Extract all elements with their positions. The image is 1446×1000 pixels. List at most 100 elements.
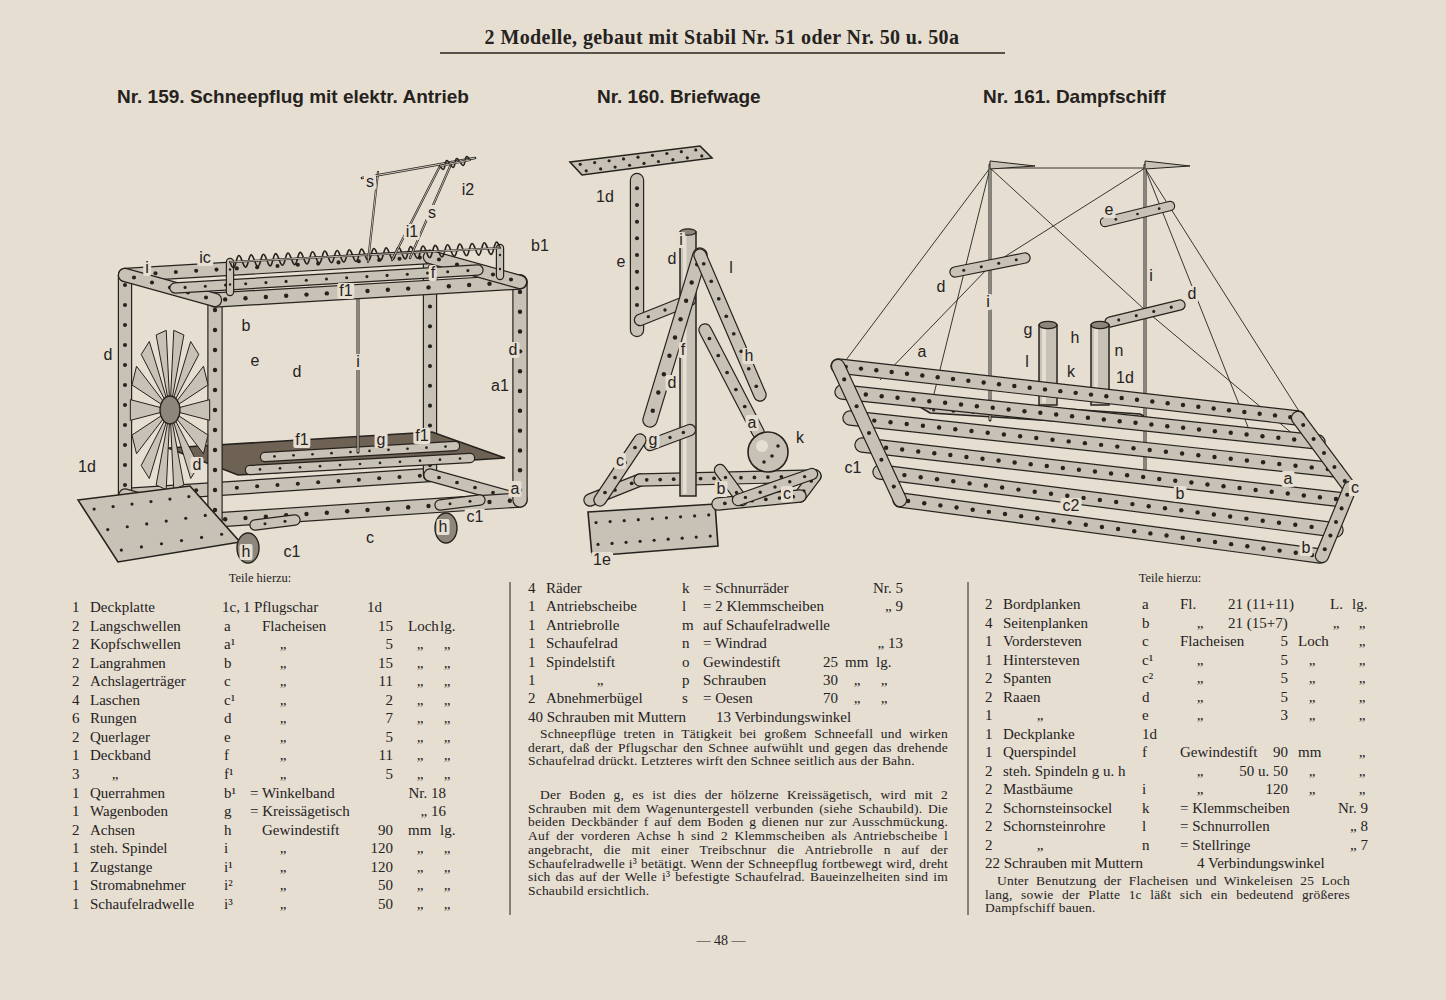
- callout-letter: d: [666, 375, 679, 391]
- parts-list-cell: „: [444, 692, 451, 707]
- parts-list-cell: Spindelstift: [546, 654, 615, 669]
- parts-list-cell: 2: [72, 637, 80, 652]
- parts-list-cell: 7: [386, 711, 394, 726]
- parts-list-cell: 2: [985, 800, 993, 815]
- parts-list-cell: 2: [528, 691, 536, 706]
- parts-list-cell: „ 13: [878, 636, 903, 651]
- callout-letter: g: [375, 432, 388, 448]
- parts-list-cell: „: [444, 655, 451, 670]
- parts-list-cell: Spanten: [1003, 671, 1051, 686]
- parts-list-cell: 1d: [1142, 726, 1157, 741]
- callout-letter: c2: [1061, 498, 1082, 514]
- parts-list-cell: „: [417, 766, 424, 781]
- parts-list-cell: „: [417, 637, 424, 652]
- model-heading: Nr. 161. Dampfschiff: [983, 87, 1166, 106]
- parts-list-cell: steh. Spindeln g u. h: [1003, 763, 1126, 778]
- parts-list-cell: f: [224, 748, 229, 763]
- parts-list-cell: = Oesen: [703, 691, 753, 706]
- parts-list-cell: „: [280, 841, 287, 856]
- parts-list-cell: n: [682, 636, 690, 651]
- parts-list-cell: g: [224, 804, 232, 819]
- parts-list-cell: = Kreissägetisch: [250, 804, 350, 819]
- callout-letter: f1: [413, 428, 430, 444]
- callout-letter: e: [1103, 202, 1116, 218]
- callout-letter: c1: [843, 460, 864, 476]
- parts-list-cell: „: [417, 729, 424, 744]
- parts-list-cell: b¹: [224, 785, 236, 800]
- parts-list-cell: 2: [985, 782, 993, 797]
- parts-list-cell: Rungen: [90, 711, 137, 726]
- parts-list-cell: „: [1309, 782, 1316, 797]
- parts-list-cell: = Winkelband: [250, 785, 335, 800]
- parts-list-cell: „: [280, 766, 287, 781]
- callout-letter: l: [727, 260, 735, 276]
- callout-letter: i: [1147, 268, 1155, 284]
- parts-list-cell: „: [881, 673, 888, 688]
- parts-list-cell: 11: [379, 674, 393, 689]
- page-number: — 48 —: [697, 934, 746, 948]
- metal-strip: [738, 474, 812, 500]
- callout-letter: n: [1113, 343, 1126, 359]
- threaded-rod: [440, 160, 470, 166]
- parts-list-cell: c¹: [1142, 652, 1153, 667]
- parts-list-cell: 4: [528, 581, 536, 596]
- callout-letter: f: [429, 265, 437, 281]
- callout-letter: a: [746, 415, 759, 431]
- parts-list-cell: i³: [224, 896, 233, 911]
- parts-list-cell: p: [682, 673, 690, 688]
- parts-list-cell: 2: [72, 729, 80, 744]
- parts-list-cell: „: [1359, 652, 1366, 667]
- callout-letter: i: [143, 260, 151, 276]
- parts-list-cell: = Klemmscheiben: [1180, 800, 1290, 815]
- parts-list-cell: 5: [1281, 689, 1289, 704]
- parts-list-cell: „: [1309, 652, 1316, 667]
- parts-list-cell: L.: [1330, 597, 1343, 612]
- parts-list-cell: l: [1142, 819, 1146, 834]
- callout-letter: c: [614, 453, 626, 469]
- parts-list-cell: Antriebrolle: [546, 617, 619, 632]
- parts-list-cell: 40 Schrauben mit Muttern: [528, 709, 686, 724]
- parts-list-cell: m: [682, 617, 694, 632]
- parts-list-cell: „: [417, 692, 424, 707]
- parts-list-cell: a: [1142, 597, 1149, 612]
- parts-list-cell: = Stellringe: [1180, 837, 1251, 852]
- callout-letter: i2: [460, 182, 476, 198]
- metal-strip: [850, 417, 1336, 472]
- callout-letter: f: [679, 342, 687, 358]
- parts-list-cell: 1: [72, 804, 80, 819]
- parts-list-cell: 70: [823, 691, 838, 706]
- parts-list-cell: 4 Verbindungswinkel: [1197, 856, 1325, 871]
- parts-list-cell: Antriebscheibe: [546, 599, 637, 614]
- callout-letter: f1: [337, 283, 354, 299]
- parts-list-cell: Querrahmen: [90, 785, 165, 800]
- parts-list-cell: 1: [528, 654, 536, 669]
- callout-letter: c1: [465, 509, 486, 525]
- parts-list-cell: k: [682, 581, 690, 596]
- parts-list-cell: „: [1333, 615, 1340, 630]
- callout-letter: d: [935, 279, 948, 295]
- parts-list-cell: Loch: [1298, 634, 1329, 649]
- callout-letter: c: [781, 486, 793, 502]
- parts-list-cell: „: [1037, 708, 1044, 723]
- parts-list-cell: „: [417, 859, 424, 874]
- parts-list-cell: = 2 Klemmscheiben: [703, 599, 824, 614]
- parts-list-cell: 1: [72, 600, 80, 615]
- parts-list-cell: 1: [72, 841, 80, 856]
- parts-list-cell: „: [280, 655, 287, 670]
- callout-letter: d: [291, 364, 304, 380]
- parts-list-cell: lg.: [440, 822, 455, 837]
- parts-list-cell: 22 Schrauben mit Muttern: [985, 856, 1143, 871]
- parts-list-cell: f¹: [224, 766, 234, 781]
- parts-list-cell: 1: [528, 636, 536, 651]
- parts-list-cell: 2: [72, 674, 80, 689]
- parts-list-cell: Pflugschar: [254, 600, 318, 615]
- parts-list-cell: 1d: [367, 600, 382, 615]
- pennant: [1145, 161, 1190, 169]
- column-rule: [510, 582, 511, 915]
- parts-list-cell: „: [280, 748, 287, 763]
- parts-list-cell: 50: [378, 896, 393, 911]
- parts-list-cell: 1: [985, 652, 993, 667]
- parts-list-cell: mm: [845, 654, 868, 669]
- parts-list-cell: Deckplatte: [90, 600, 155, 615]
